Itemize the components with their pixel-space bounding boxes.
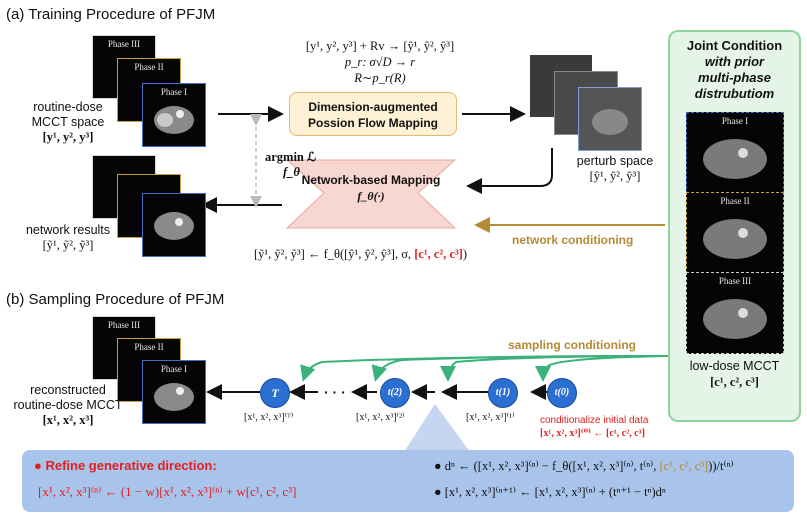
refine-title: ● Refine generative direction:: [34, 458, 217, 473]
node-T-label: [x¹, x², x³]⁽ᵀ⁾: [244, 412, 294, 423]
sampling-cond-3: [440, 355, 669, 382]
perturb-label: perturb space[ŷ¹, ŷ², ŷ³]: [576, 154, 654, 183]
node-T: T: [260, 378, 290, 408]
chain-dots: · · ·: [324, 384, 346, 400]
init-note: conditionalize initial data[x¹, x², x³]⁽…: [540, 415, 649, 439]
refine-equation: [x¹, x², x³]⁽ⁿ⁾ ← (1 − w)[x¹, x², x³]⁽ⁿ⁾…: [38, 484, 297, 499]
network-mapping-shape: [285, 159, 457, 229]
node-t1: t(1): [488, 378, 518, 408]
arrow-perturb-to-net: [466, 148, 553, 194]
result-image-1: [142, 193, 206, 257]
sampling-conditioning-label: sampling conditioning: [508, 338, 636, 352]
joint-phase1-image: Phase I: [686, 112, 784, 194]
network-conditioning-label: network conditioning: [512, 233, 634, 247]
node-t0: t(0): [547, 378, 577, 408]
joint-phase2-image: Phase II: [686, 192, 784, 274]
ct-image-phase1: Phase I: [142, 83, 206, 147]
perturb-image-1: [578, 87, 642, 151]
network-results-label: network results[ỹ¹, ỹ², ỹ³]: [25, 223, 111, 252]
callout-triangle: [404, 404, 470, 452]
sampling-cond-4: [535, 355, 669, 382]
network-equation: [ỹ¹, ỹ², ỹ³] ← f_θ([ŷ¹, ŷ², ŷ³], σ, [c¹,…: [254, 247, 468, 261]
refine-panel: ● Refine generative direction: [x¹, x², …: [22, 450, 794, 512]
node-t2: t(2): [380, 378, 410, 408]
recon-image-1: Phase I: [142, 360, 206, 424]
direction-equation: ● dⁿ ← ([x¹, x², x³]⁽ⁿ⁾ − f_θ([x¹, x², x…: [434, 459, 734, 473]
node-t2-label: [x¹, x², x³]⁽²⁾: [356, 412, 405, 423]
section-b-title: (b) Sampling Procedure of PFJM: [6, 291, 225, 308]
top-equations: [y¹, y², y³] + Rv → [ŷ¹, ŷ², ŷ³] p_r: σ√…: [305, 39, 455, 85]
update-equation: ● [x¹, x², x³]⁽ⁿ⁺¹⁾ ← [x¹, x², x³]⁽ⁿ⁾ + …: [434, 485, 666, 499]
node-t1-label: [x¹, x², x³]⁽¹⁾: [466, 412, 515, 423]
low-dose-label: low-dose MCCT[c¹, c², c³]: [689, 359, 780, 389]
joint-phase3-image: Phase III: [686, 272, 784, 354]
section-a-title: (a) Training Procedure of PFJM: [6, 6, 216, 23]
joint-condition-title: Joint Condition with prior multi-phase d…: [686, 38, 783, 101]
joint-condition-panel: Joint Condition with prior multi-phase d…: [668, 30, 801, 422]
